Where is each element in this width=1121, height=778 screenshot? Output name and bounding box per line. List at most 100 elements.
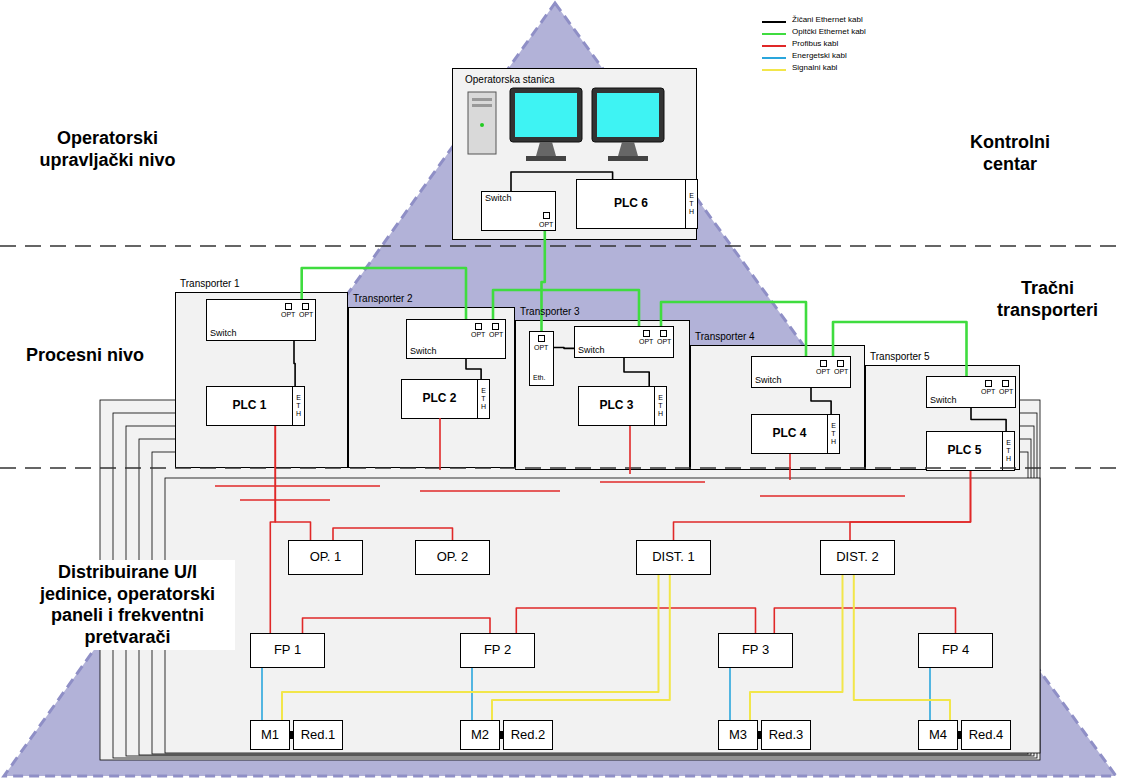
legend-text: Profibus kabl — [792, 40, 838, 49]
port-square — [820, 360, 827, 367]
level-label: Procesni nivo — [20, 345, 150, 367]
profibus-stubs — [215, 418, 905, 500]
cable-line — [811, 388, 831, 414]
port-square — [285, 303, 292, 310]
port-square — [475, 323, 482, 330]
level-label: Kontrolni centar — [950, 132, 1070, 175]
cable-line — [261, 668, 263, 720]
transporter-title: Transporter 2 — [353, 293, 413, 304]
plc-box: PLC 1ETH — [206, 386, 305, 426]
cable-line — [774, 608, 955, 633]
cable-line — [270, 426, 275, 633]
switch-box: OPT OPT Switch — [206, 299, 316, 341]
port-square — [492, 323, 499, 330]
plc-label: PLC 2 — [402, 380, 477, 418]
eth-label: ETH — [295, 394, 302, 417]
transporter-title: Transporter 4 — [695, 331, 755, 342]
cable-line — [624, 358, 649, 386]
plc-label: PLC 3 — [579, 387, 654, 425]
device-box: FP 1 — [250, 633, 325, 668]
legend-swatch — [762, 69, 786, 71]
switch-label: Switch — [755, 376, 782, 386]
port-label: OPT — [639, 338, 653, 346]
cable-line — [542, 231, 545, 331]
port-label: OPT — [999, 388, 1013, 396]
device-box: M1 — [250, 720, 290, 750]
station-title: Operatorska stanica — [465, 74, 555, 85]
port-square — [538, 335, 545, 342]
device-label: OP. 1 — [310, 550, 342, 564]
port-label: Eth. — [533, 374, 545, 382]
device-box: FP 3 — [718, 633, 793, 668]
device-box: DIST. 2 — [820, 540, 895, 575]
cable-line — [302, 268, 466, 319]
cable-line — [333, 528, 453, 540]
device-label: M1 — [261, 728, 279, 742]
device-label: FP 4 — [942, 643, 969, 657]
cable-line — [282, 575, 659, 720]
switch-box: OPTOPTSwitch — [406, 319, 506, 359]
cable-line — [493, 290, 639, 326]
legend-text: Žičani Ethernet kabl — [792, 16, 863, 25]
port-label: OPT — [539, 221, 553, 229]
cable-line — [466, 359, 481, 379]
transporter-box: Transporter 4OPTOPTSwitchPLC 4ETH — [690, 345, 865, 470]
port-square — [985, 380, 992, 387]
eth-port-strip: ETH — [477, 380, 489, 418]
legend-swatch — [762, 45, 786, 47]
device-label: FP 1 — [274, 643, 301, 657]
legend-swatch — [762, 33, 786, 35]
eth-port-strip: ETH — [292, 387, 304, 425]
port-label: OPT — [816, 368, 830, 376]
cable-line — [729, 668, 731, 720]
level-label: Operatorski upravljački nivo — [15, 128, 200, 171]
device-box: Red.2 — [503, 720, 553, 750]
cable-line — [850, 471, 971, 540]
cable-line — [294, 341, 295, 386]
legend-text: Energetski kabl — [792, 52, 847, 61]
port-label: OPT — [534, 344, 548, 352]
device-label: FP 3 — [742, 643, 769, 657]
eth-port-strip: ETH — [1002, 432, 1014, 470]
computer-icon — [468, 88, 664, 161]
plc-label: PLC 4 — [752, 415, 827, 453]
device-label: M2 — [471, 728, 489, 742]
plc-label: PLC 5 — [927, 432, 1002, 470]
port-square — [837, 360, 844, 367]
port-label: OPT — [981, 388, 995, 396]
port-label: OPT — [834, 368, 848, 376]
port-square — [643, 330, 650, 337]
port-label: OPT — [299, 311, 313, 319]
switch-label: Switch — [210, 329, 237, 339]
plc-box: PLC 5ETH — [926, 431, 1015, 471]
eth-label: ETH — [830, 422, 837, 445]
cable-line — [471, 668, 473, 720]
switch-box: SwitchOPT — [481, 191, 556, 231]
switch-label: Switch — [485, 194, 512, 204]
port-square — [660, 330, 667, 337]
transporter-title: Transporter 3 — [520, 306, 580, 317]
device-box: FP 2 — [460, 633, 535, 668]
legend-text: Opitčki Ethernet kabl — [792, 28, 866, 37]
cable-line — [833, 322, 967, 376]
couplings — [289, 731, 962, 739]
station-box: Operatorska stanicaSwitchOPT PLC 6ETH — [452, 68, 697, 240]
port-square — [1002, 380, 1009, 387]
cable-line — [303, 618, 491, 633]
transporter-title: Transporter 1 — [180, 278, 240, 289]
eth-label: ETH — [688, 192, 695, 215]
plc-box: PLC 6ETH — [576, 179, 698, 229]
switch-box: OPTOPTSwitch — [926, 376, 1016, 408]
plc-box: PLC 4ETH — [751, 414, 840, 454]
port-label: OPT — [489, 331, 503, 339]
plc-label: PLC 1 — [207, 387, 292, 425]
device-box: Red.4 — [961, 720, 1011, 750]
switch-box: OPT OPT Switch — [751, 356, 851, 388]
cable-line — [750, 575, 843, 720]
transporter-box: Transporter 3OPTEth.OPTOPTSwitchPLC 3ETH — [515, 320, 690, 470]
transporter-title: Transporter 5 — [870, 351, 930, 362]
port-label: OPT — [281, 311, 295, 319]
switch-box: OPTOPTSwitch — [574, 326, 674, 358]
